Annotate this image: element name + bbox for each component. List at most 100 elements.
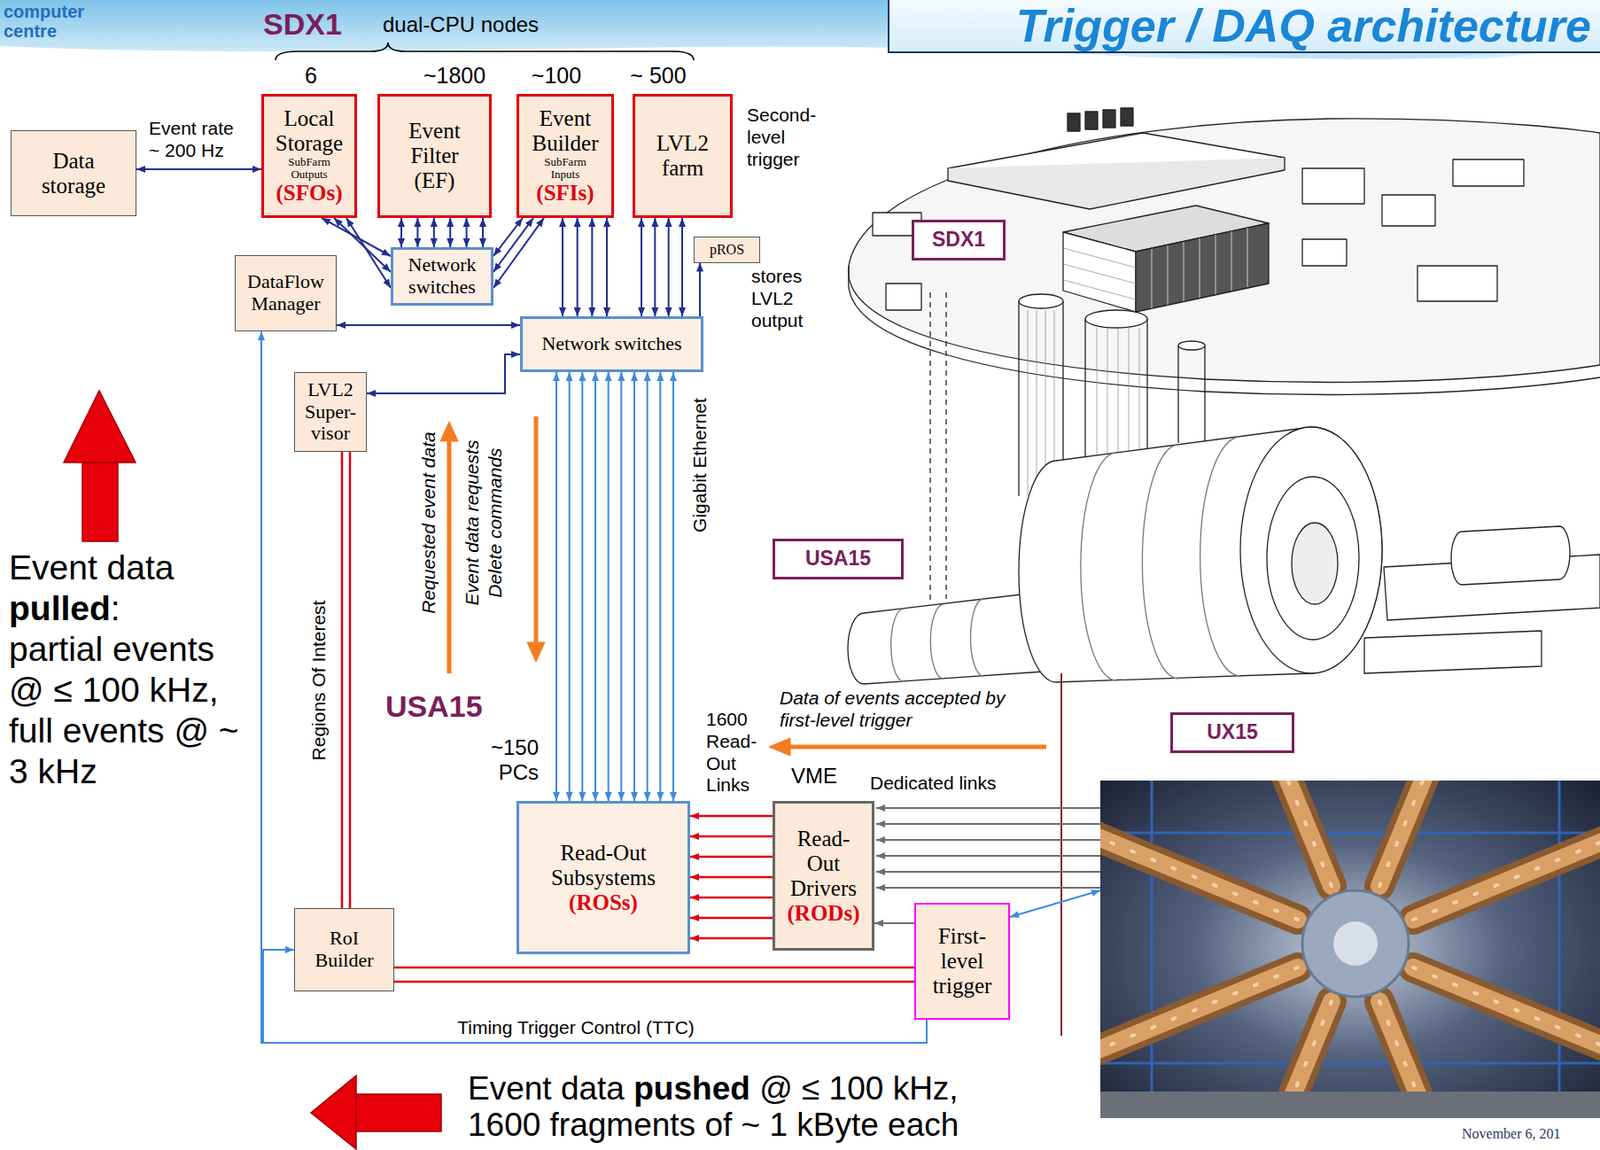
connector-line <box>681 217 684 317</box>
node-text: Event Filter (EF) <box>399 118 471 194</box>
site-illustration <box>1452 159 1524 187</box>
label-text: Event data <box>8 547 241 589</box>
detector-trigger-link <box>1009 890 1101 917</box>
detector-photo <box>1100 1091 1600 1119</box>
connector <box>336 325 521 327</box>
connector-line <box>874 922 915 925</box>
connector <box>261 331 927 1043</box>
detector-trigger-link <box>1009 890 1101 917</box>
farm-box: Event BuilderSubFarm Inputs(SFIs) <box>516 93 614 218</box>
node-text: SubFarm Outputs <box>278 155 341 182</box>
label-text: Requested event data <box>418 431 441 614</box>
site-illustration <box>1451 526 1570 585</box>
site-illustration <box>1364 630 1542 674</box>
node-text: pROS <box>709 241 745 258</box>
site-illustration <box>885 283 922 311</box>
site-illustration <box>1178 341 1205 350</box>
title-box: Trigger / DAQ architecture <box>887 0 1600 54</box>
connector-line <box>336 324 521 327</box>
site-illustration <box>891 598 984 682</box>
site-illustration <box>847 108 1600 684</box>
farm-box: LVL2 farm <box>632 93 733 218</box>
pulled-arrow <box>82 460 118 542</box>
site-illustration <box>1120 108 1134 126</box>
label-text: : <box>110 589 121 628</box>
pulled-arrow <box>63 390 136 542</box>
roi-box: RoI Builder <box>294 908 395 992</box>
site-illustration <box>1085 310 1148 328</box>
connector-line <box>333 217 391 272</box>
pushed-arrow <box>310 1075 357 1150</box>
connector <box>556 372 674 801</box>
label-text: SDX1 <box>263 8 342 39</box>
connector <box>493 217 544 288</box>
site-illustration <box>848 118 1600 383</box>
connector <box>699 263 701 318</box>
edge-label: Regions Of Interest <box>308 599 331 761</box>
text-group: Event datapulled:partial events @ ≤ 100 … <box>8 547 241 793</box>
node-text: LVL2 farm <box>647 131 719 181</box>
label-text: Gigabit Ethernet <box>689 397 712 533</box>
label-text: Second- level trigger <box>746 104 836 171</box>
flow-arrow <box>527 642 545 662</box>
edge-label: Event rate ~ 200 Hz <box>148 117 247 163</box>
dedicated-links <box>876 886 1101 889</box>
connector-line <box>690 916 773 920</box>
connector-line <box>620 372 622 801</box>
flow-arrow <box>447 439 452 674</box>
label-text: stores LVL2 output <box>751 265 823 332</box>
connector-line <box>261 331 927 1043</box>
site-label-box: SDX1 <box>911 219 1006 261</box>
text-group: Event datapushed@ ≤ 100 kHz, 1600 fragme… <box>467 1070 1000 1144</box>
connector-line <box>349 451 352 909</box>
ros-box: Read-Out Subsystems(ROSs) <box>516 800 691 955</box>
connector-line <box>667 217 670 317</box>
site-illustration <box>947 157 1285 210</box>
label-text: USA15 <box>385 691 483 722</box>
connector <box>641 217 683 317</box>
node-text: (RODs) <box>787 900 861 926</box>
dedicated-links <box>876 838 1101 841</box>
pushed-arrow <box>354 1094 442 1132</box>
switch-box: Network switches <box>390 247 494 306</box>
site-illustration <box>1102 109 1116 128</box>
pulled-arrow <box>63 390 136 463</box>
connector-line <box>659 372 661 801</box>
label-text: Event data <box>467 1070 625 1107</box>
connector-line <box>581 372 583 801</box>
dedicated-links <box>876 807 1101 888</box>
connector-line <box>605 217 608 317</box>
supervisor-box: LVL2 Super- visor <box>294 372 367 452</box>
site-illustration <box>1018 427 1383 683</box>
site-illustration <box>930 292 947 603</box>
site-illustration <box>1063 248 1136 300</box>
node-text: Network switches <box>541 333 682 356</box>
node-text: Local Storage <box>267 106 351 156</box>
site-illustration <box>1382 194 1436 226</box>
detector-photo <box>1100 780 1600 1119</box>
connector-line <box>576 217 579 317</box>
node-text: Data storage <box>29 148 118 199</box>
connector-line <box>690 815 773 818</box>
flow-arrow <box>440 421 459 442</box>
connector-line <box>561 217 564 317</box>
label-text: ~ 500 <box>629 63 686 89</box>
node-text: (SFIs) <box>535 180 594 206</box>
connector-line <box>346 217 391 288</box>
label-text: pulled <box>8 589 111 628</box>
connector-line <box>366 354 521 394</box>
connector-line <box>690 876 773 879</box>
connector-line <box>690 835 773 839</box>
node-text: USA15 <box>805 547 871 570</box>
node-text: SDX1 <box>932 228 986 251</box>
detector-photo <box>1100 780 1600 1119</box>
site-illustration <box>1302 239 1347 266</box>
node-text: RoI Builder <box>310 927 378 971</box>
label-text: Event data requests <box>461 440 484 606</box>
flow-arrow <box>788 745 1047 750</box>
node-text: DataFlow Manager <box>239 271 333 315</box>
site-illustration <box>1085 111 1098 130</box>
dedicated-links <box>876 854 1101 857</box>
flow-arrow <box>534 416 539 645</box>
